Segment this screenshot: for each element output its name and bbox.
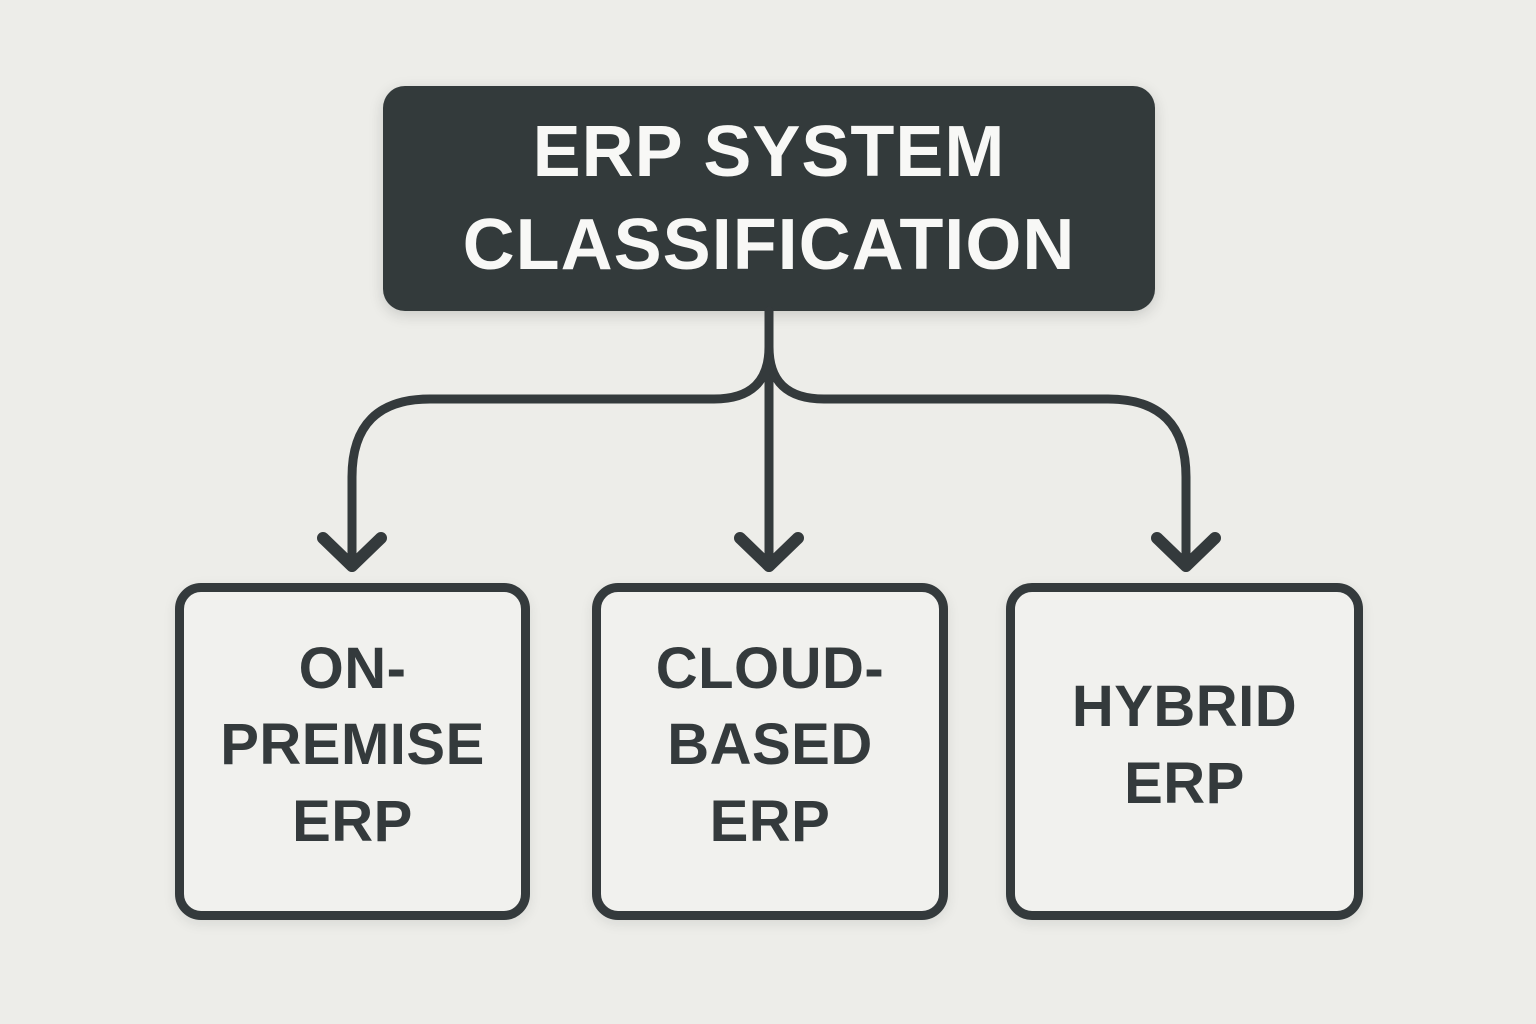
connector-line-right (764, 306, 1191, 559)
connector-arrow-left (317, 306, 774, 572)
connector-arrow-right (764, 306, 1221, 572)
connector-line-left (347, 306, 774, 559)
node-on-premise-erp: ON- PREMISE ERP (175, 583, 530, 920)
root-node-label: ERP SYSTEM CLASSIFICATION (462, 112, 1076, 285)
cloud-based-erp-label: CLOUD- BASED ERP (655, 635, 885, 854)
arrow-down-icon (734, 532, 804, 572)
node-cloud-based-erp: CLOUD- BASED ERP (592, 583, 948, 920)
on-premise-erp-label: ON- PREMISE ERP (220, 635, 485, 854)
arrow-down-icon (317, 532, 387, 572)
hybrid-erp-label: HYBRID ERP (1071, 673, 1298, 816)
node-hybrid-erp: HYBRID ERP (1006, 583, 1363, 920)
node-erp-system-classification: ERP SYSTEM CLASSIFICATION (383, 86, 1155, 311)
arrow-down-icon (1151, 532, 1221, 572)
